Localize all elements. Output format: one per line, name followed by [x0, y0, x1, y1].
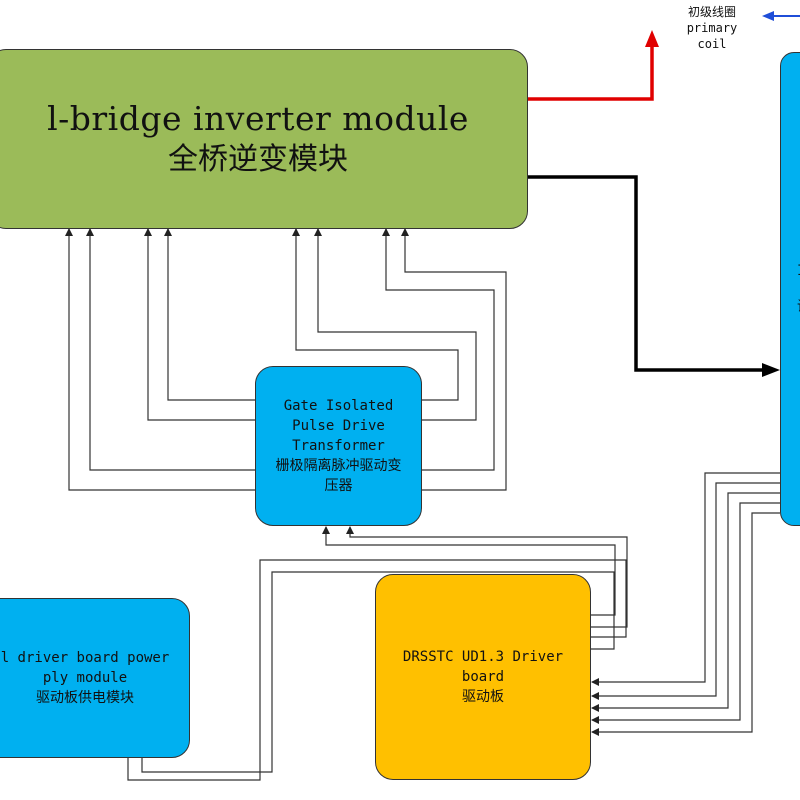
- driver-power-supply-block: l driver board power ply module 驱动板供电模块: [0, 598, 190, 758]
- coil-label-en2: coil: [697, 37, 727, 51]
- psu-label-line2: ply module: [42, 670, 128, 686]
- gate-wire-7: [382, 228, 495, 471]
- resonant-label-char2: 谐: [797, 295, 800, 319]
- resonant-module-block: I 谐: [780, 52, 800, 526]
- driver-label-line2: board: [461, 669, 505, 685]
- coil-label-zh: 初级线圈: [687, 5, 736, 19]
- drive-wire-3: [127, 559, 627, 781]
- inverter-title-en: l-bridge inverter module: [47, 99, 469, 138]
- driver-to-gdt-wires: [127, 526, 628, 781]
- inverter-title-zh: 全桥逆变模块: [168, 142, 348, 177]
- gdt-label-line4: 栅极隔离脉冲驱动变: [275, 458, 402, 474]
- drive-wire-4: [141, 571, 615, 773]
- coil-label-en1: primary: [686, 21, 738, 35]
- feedback-wire-1: [591, 472, 780, 686]
- gate-wire-3: [144, 228, 255, 421]
- gate-wire-5: [292, 228, 459, 401]
- psu-label-line1: l driver board power: [0, 650, 170, 666]
- feedback-wires: [591, 472, 780, 736]
- feedback-wire-2: [591, 482, 780, 700]
- gdt-label-line1: Gate Isolated: [283, 398, 394, 414]
- driver-label-line3: 驱动板: [462, 689, 504, 705]
- primary-output-arrowhead: [645, 30, 659, 47]
- gate-drive-transformer-block: Gate Isolated Pulse Drive Transformer 栅极…: [255, 366, 422, 526]
- gdt-label-line5: 压器: [324, 478, 353, 494]
- resonant-label-char1: I: [797, 259, 800, 283]
- gdt-label-line2: Pulse Drive: [292, 418, 385, 434]
- primary-coil-label: 初级线圈 primary coil: [672, 4, 752, 52]
- gate-wire-1: [65, 228, 255, 491]
- full-bridge-inverter-module: l-bridge inverter module 全桥逆变模块: [0, 49, 528, 229]
- gate-wire-4: [164, 228, 255, 401]
- feedback-wire-4: [591, 502, 780, 724]
- primary-output-arrow: [527, 44, 654, 101]
- inverter-to-resonant-arrowhead: [762, 363, 780, 377]
- gdt-label-line3: Transformer: [292, 438, 385, 454]
- inverter-to-resonant-arrow: [527, 175, 765, 372]
- gate-wire-8: [401, 228, 507, 491]
- drive-wire-2: [346, 526, 628, 628]
- gdt-to-inverter-wires: [65, 228, 507, 491]
- drive-wire-1: [322, 526, 616, 616]
- gate-wire-2: [86, 228, 255, 471]
- gate-wire-6: [314, 228, 477, 421]
- driver-label-line1: DRSSTC UD1.3 Driver: [402, 649, 564, 665]
- driver-board-block: DRSSTC UD1.3 Driver board 驱动板: [375, 574, 591, 780]
- coil-feedback-arrowhead: [762, 11, 774, 21]
- psu-label-line3: 驱动板供电模块: [36, 690, 134, 706]
- feedback-wire-3: [591, 492, 780, 712]
- feedback-wire-5: [591, 512, 780, 736]
